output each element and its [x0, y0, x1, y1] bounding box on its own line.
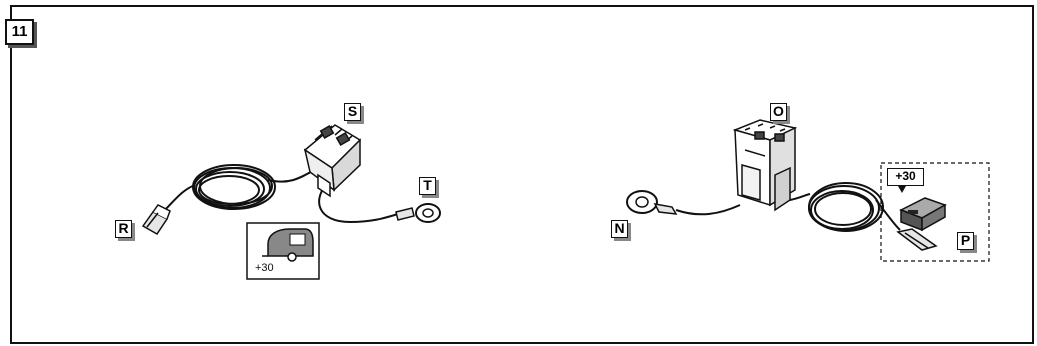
diagram-frame — [10, 5, 1034, 344]
relay-box-label: +30 — [887, 168, 924, 186]
tag-pointer — [898, 186, 906, 193]
connector-s — [303, 124, 362, 198]
callout-o: O — [770, 103, 787, 121]
blade-terminal-p — [896, 228, 938, 251]
callout-p: P — [957, 232, 974, 250]
right-harness — [675, 182, 901, 232]
caravan-box-label: +30 — [255, 262, 274, 274]
callout-r: R — [115, 220, 132, 238]
left-harness — [161, 164, 399, 224]
ring-terminal-t — [395, 203, 441, 223]
cable-coil-right — [808, 182, 884, 232]
callout-t: T — [419, 177, 436, 195]
ring-terminal-n — [626, 190, 678, 215]
callout-s: S — [344, 103, 361, 121]
connector-o — [732, 119, 798, 212]
relay-module-icon — [899, 197, 947, 232]
blade-terminal-r — [141, 204, 171, 235]
relay-region — [880, 162, 990, 262]
caravan-icon — [262, 228, 314, 262]
step-number: 11 — [5, 19, 34, 45]
callout-n: N — [611, 220, 628, 238]
cable-coil-left — [192, 164, 276, 210]
